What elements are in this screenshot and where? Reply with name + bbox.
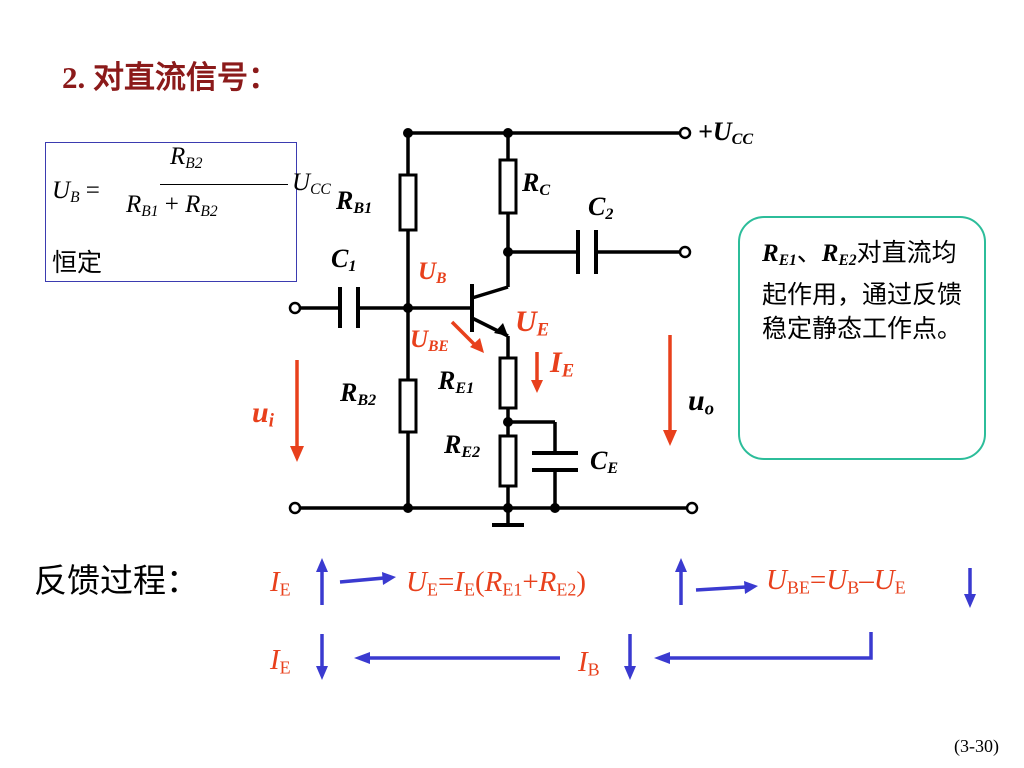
c1-label: C1 xyxy=(331,244,357,276)
signal-arrows xyxy=(290,320,677,462)
feedback-ue-equation: UE=IE(RE1+RE2) xyxy=(406,566,587,600)
ub-label: UB xyxy=(418,258,447,287)
emitter-resistor-note: RE1、RE2对直流均起作用，通过反馈稳定静态工作点。 xyxy=(738,216,986,460)
title-number: 2. xyxy=(62,60,86,95)
junction-dots xyxy=(403,128,560,513)
note-text: 对直流均起作用，通过反馈稳定静态工作点。 xyxy=(762,238,963,343)
ube-label: UBE xyxy=(410,326,449,355)
rb1-resistor xyxy=(398,173,418,232)
feedback-ie-down: IE xyxy=(270,644,291,678)
re1-resistor xyxy=(498,356,518,410)
page-number: (3-30) xyxy=(954,736,999,756)
ue-label: UE xyxy=(515,305,550,341)
ube-arrow-icon xyxy=(470,338,484,353)
bias-voltage-formula: UB = RB2 RB1 + RB2 UCC 恒定 xyxy=(45,142,331,282)
resistors xyxy=(398,158,518,488)
supply-label: +UCC xyxy=(698,117,754,149)
output-terminal xyxy=(678,245,692,259)
ce-label: CE xyxy=(590,446,619,478)
formula-denominator: RB1 + RB2 xyxy=(126,191,218,220)
input-ground-terminal xyxy=(288,501,302,515)
output-ground-terminal xyxy=(685,501,699,515)
input-terminal xyxy=(288,301,302,315)
feedback-ie-up: IE xyxy=(270,566,291,600)
formula-constant-text: 恒定 xyxy=(52,248,103,277)
supply-terminal xyxy=(678,126,692,140)
formula-rhs: UCC xyxy=(292,169,331,198)
feedback-ib-down: IB xyxy=(578,646,600,680)
rc-label: RC xyxy=(522,168,551,200)
formula-lhs: UB = xyxy=(52,177,100,206)
c2-label: C2 xyxy=(588,192,614,224)
ie-arrow-icon xyxy=(531,380,543,393)
feedback-title: 反馈过程： xyxy=(34,561,199,600)
ie-label: IE xyxy=(550,346,575,382)
slide-title: 2. 对直流信号： xyxy=(62,52,279,97)
emitter-arrow-icon xyxy=(494,323,508,336)
formula-numerator: RB2 xyxy=(170,143,203,172)
capacitors xyxy=(338,230,598,472)
uo-label: uo xyxy=(688,384,714,420)
re2-resistor xyxy=(498,434,518,488)
rb1-label: RB1 xyxy=(336,186,373,218)
re1-label: RE1 xyxy=(438,366,475,398)
re2-label: RE2 xyxy=(444,430,481,462)
ui-label: ui xyxy=(252,396,274,432)
feedback-ube-equation: UBE=UB–UE xyxy=(766,564,906,598)
uo-arrow-icon xyxy=(663,430,677,446)
ui-arrow-icon xyxy=(290,446,304,462)
rb2-label: RB2 xyxy=(340,378,377,410)
fraction-bar xyxy=(160,184,288,185)
title-text: 对直流信号： xyxy=(93,60,279,96)
rc-resistor xyxy=(498,158,518,215)
terminals xyxy=(288,126,699,515)
rb2-resistor xyxy=(398,378,418,434)
